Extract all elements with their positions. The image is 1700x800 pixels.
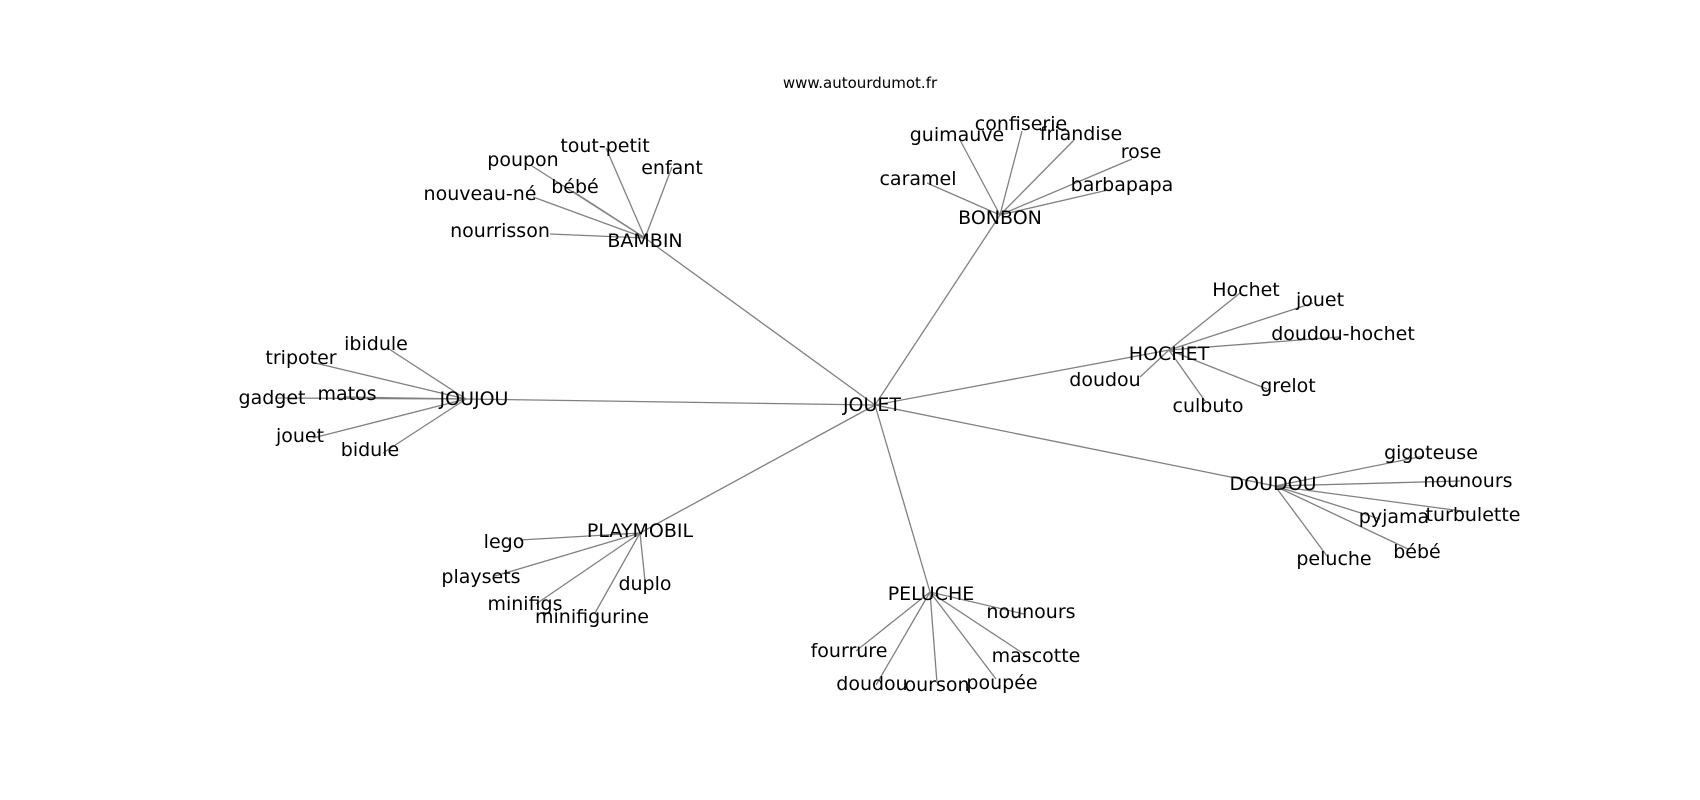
leaf-node-bonbon-2[interactable]: friandise bbox=[1040, 123, 1122, 145]
leaf-node-hochet-4[interactable]: grelot bbox=[1260, 375, 1316, 397]
edge-joujou-child-0 bbox=[388, 348, 467, 400]
edge-root-bonbon bbox=[874, 214, 1001, 406]
edge-peluche-child-5 bbox=[929, 591, 997, 680]
leaf-node-bonbon-3[interactable]: rose bbox=[1121, 141, 1162, 163]
edge-bonbon-child-5 bbox=[999, 189, 1109, 216]
edge-bambin-child-4 bbox=[532, 196, 646, 239]
edge-bonbon-child-2 bbox=[999, 139, 1075, 216]
edge-root-doudou bbox=[874, 404, 1276, 487]
edge-hochet-child-5 bbox=[1168, 349, 1206, 402]
hub-node-bambin[interactable]: BAMBIN bbox=[607, 230, 682, 252]
leaf-node-peluche-2[interactable]: mascotte bbox=[992, 645, 1081, 667]
leaf-node-bonbon-0[interactable]: confiserie bbox=[975, 113, 1067, 135]
hub-node-playmobil[interactable]: PLAYMOBIL bbox=[587, 520, 694, 542]
hub-node-hochet[interactable]: HOCHET bbox=[1129, 343, 1210, 365]
edge-playmobil-child-2 bbox=[639, 532, 646, 582]
edge-playmobil-child-0 bbox=[519, 532, 641, 541]
edge-bonbon-child-1 bbox=[959, 139, 1001, 216]
leaf-node-hochet-0[interactable]: Hochet bbox=[1212, 279, 1280, 301]
leaf-node-peluche-1[interactable]: fourrure bbox=[811, 640, 888, 662]
edge-bambin-child-1 bbox=[605, 147, 646, 239]
edge-bonbon-child-4 bbox=[926, 182, 1001, 216]
edge-doudou-child-1 bbox=[1274, 480, 1461, 487]
leaf-node-peluche-5[interactable]: poupée bbox=[966, 672, 1037, 694]
leaf-node-joujou-5[interactable]: bidule bbox=[341, 439, 399, 461]
leaf-node-hochet-5[interactable]: culbuto bbox=[1173, 395, 1244, 417]
leaf-node-peluche-0[interactable]: nounours bbox=[986, 601, 1075, 623]
edge-peluche-child-3 bbox=[875, 591, 931, 686]
leaf-node-playmobil-2[interactable]: duplo bbox=[618, 573, 671, 595]
edges-layer bbox=[276, 130, 1470, 686]
edge-peluche-child-4 bbox=[929, 591, 938, 684]
leaf-node-bambin-5[interactable]: nourrisson bbox=[450, 220, 550, 242]
edge-doudou-child-2 bbox=[1274, 485, 1381, 520]
leaf-node-doudou-4[interactable]: bébé bbox=[1393, 541, 1441, 563]
leaf-node-playmobil-0[interactable]: lego bbox=[484, 531, 525, 553]
edge-doudou-child-3 bbox=[1274, 485, 1470, 513]
edge-root-bambin bbox=[644, 237, 876, 406]
leaf-node-doudou-2[interactable]: pyjama bbox=[1359, 506, 1429, 528]
leaf-node-hochet-3[interactable]: doudou bbox=[1069, 369, 1140, 391]
leaf-node-bonbon-1[interactable]: guimauve bbox=[910, 124, 1005, 146]
edge-doudou-child-4 bbox=[1274, 485, 1409, 550]
edge-root-peluche bbox=[874, 404, 931, 593]
edge-hochet-child-0 bbox=[1168, 292, 1241, 351]
edge-joujou-child-4 bbox=[312, 398, 467, 439]
edge-bambin-child-3 bbox=[573, 191, 646, 239]
edge-peluche-child-2 bbox=[929, 591, 1028, 657]
hub-node-joujou[interactable]: JOUJOU bbox=[439, 388, 509, 410]
edge-bonbon-child-3 bbox=[999, 158, 1133, 216]
leaf-node-bambin-4[interactable]: nouveau-né bbox=[424, 183, 537, 205]
root-node-label[interactable]: JOUET bbox=[842, 394, 901, 416]
edge-playmobil-child-1 bbox=[494, 532, 641, 577]
edge-doudou-child-5 bbox=[1274, 485, 1328, 557]
leaf-node-doudou-1[interactable]: nounours bbox=[1423, 470, 1512, 492]
leaf-node-joujou-0[interactable]: ibidule bbox=[344, 333, 408, 355]
leaf-node-joujou-4[interactable]: jouet bbox=[275, 425, 324, 447]
hub-node-peluche[interactable]: PELUCHE bbox=[888, 583, 975, 605]
source-url[interactable]: www.autourdumot.fr bbox=[783, 74, 938, 92]
labels-layer: www.autourdumot.fr JOUET BAMBIN poupontou… bbox=[239, 74, 1521, 696]
edge-joujou-child-3 bbox=[344, 396, 467, 400]
edge-playmobil-child-3 bbox=[535, 532, 641, 605]
leaf-node-joujou-2[interactable]: gadget bbox=[239, 387, 306, 409]
edge-peluche-child-0 bbox=[929, 591, 1025, 615]
leaf-node-playmobil-3[interactable]: minifigs bbox=[487, 593, 562, 615]
hub-node-doudou[interactable]: DOUDOU bbox=[1230, 473, 1317, 495]
edge-root-hochet bbox=[874, 349, 1170, 406]
leaf-node-bambin-0[interactable]: poupon bbox=[487, 149, 558, 171]
edge-joujou-child-5 bbox=[382, 398, 467, 454]
leaf-node-playmobil-4[interactable]: minifigurine bbox=[535, 606, 649, 628]
leaf-node-bambin-1[interactable]: tout-petit bbox=[560, 135, 649, 157]
leaf-node-bambin-3[interactable]: bébé bbox=[551, 176, 599, 198]
edge-root-joujou bbox=[465, 398, 876, 406]
leaf-node-doudou-3[interactable]: turbulette bbox=[1426, 504, 1521, 526]
edge-peluche-child-1 bbox=[855, 591, 931, 652]
edge-bambin-child-5 bbox=[549, 233, 646, 239]
leaf-node-peluche-4[interactable]: ourson bbox=[904, 674, 969, 696]
leaf-node-hochet-1[interactable]: jouet bbox=[1295, 289, 1344, 311]
leaf-node-hochet-2[interactable]: doudou-hochet bbox=[1271, 323, 1415, 345]
edge-hochet-child-3 bbox=[1139, 349, 1170, 378]
hub-node-bonbon[interactable]: BONBON bbox=[958, 207, 1042, 229]
edge-joujou-child-1 bbox=[310, 361, 467, 400]
leaf-node-joujou-1[interactable]: tripoter bbox=[265, 347, 336, 369]
leaf-node-bambin-2[interactable]: enfant bbox=[641, 157, 703, 179]
edge-bonbon-child-0 bbox=[999, 130, 1023, 216]
leaf-node-doudou-5[interactable]: peluche bbox=[1296, 548, 1371, 570]
edge-bambin-child-2 bbox=[644, 166, 673, 239]
leaf-node-joujou-3[interactable]: matos bbox=[317, 383, 376, 405]
edge-hochet-child-4 bbox=[1168, 349, 1268, 390]
edge-playmobil-child-4 bbox=[594, 532, 641, 614]
edge-doudou-child-0 bbox=[1274, 455, 1425, 487]
edge-root-playmobil bbox=[639, 404, 876, 534]
leaf-node-playmobil-1[interactable]: playsets bbox=[441, 566, 520, 588]
edge-hochet-child-1 bbox=[1168, 302, 1314, 351]
leaf-node-peluche-3[interactable]: doudou bbox=[836, 673, 907, 695]
edge-hochet-child-2 bbox=[1168, 336, 1340, 351]
leaf-node-bonbon-5[interactable]: barbapapa bbox=[1071, 174, 1174, 196]
leaf-node-doudou-0[interactable]: gigoteuse bbox=[1384, 442, 1478, 464]
leaf-node-bonbon-4[interactable]: caramel bbox=[879, 168, 956, 190]
